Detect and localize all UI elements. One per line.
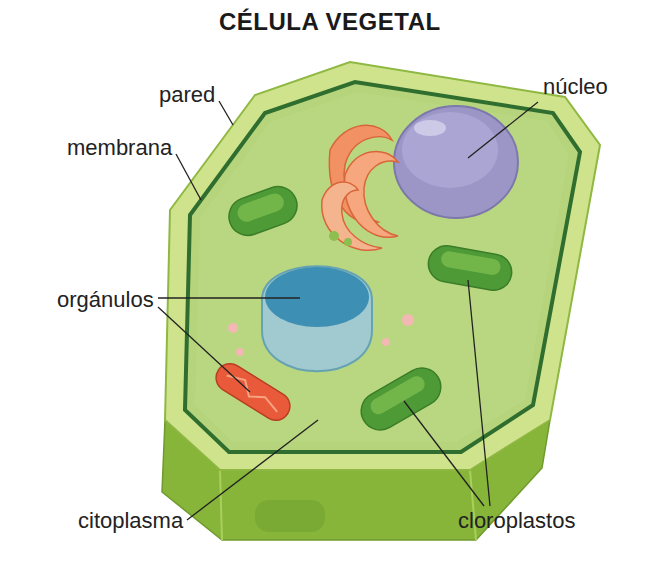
chloroplast-body xyxy=(354,361,447,437)
leader-line xyxy=(219,101,233,125)
title: CÉLULA VEGETAL xyxy=(219,8,441,36)
leader-line xyxy=(158,297,300,298)
vesicle xyxy=(236,348,244,356)
golgi xyxy=(344,151,398,237)
vesicle xyxy=(402,314,414,326)
part-label: membrana xyxy=(67,135,172,161)
chloroplast-inner xyxy=(235,191,286,224)
vesicle xyxy=(228,323,238,333)
golgi xyxy=(322,182,382,250)
cell-membrane xyxy=(185,82,580,452)
leader-line xyxy=(187,420,318,520)
vacuole xyxy=(262,266,372,371)
leader-line xyxy=(468,102,538,158)
part-label: orgánulos xyxy=(57,287,154,313)
nucleus-shine xyxy=(414,120,446,136)
chloroplast xyxy=(224,181,303,241)
mitochondrion xyxy=(211,358,295,425)
nucleus xyxy=(394,106,518,218)
chloroplast-inner xyxy=(440,250,502,276)
chloroplast xyxy=(426,243,515,293)
cell-wall xyxy=(165,62,600,470)
part-label: citoplasma xyxy=(78,508,183,534)
wall-edge xyxy=(220,470,222,540)
part-label: cloroplastos xyxy=(458,508,575,534)
part-label: núcleo xyxy=(543,74,608,100)
nucleus-highlight xyxy=(402,112,498,188)
leader-line xyxy=(404,401,484,506)
leader-line xyxy=(468,280,490,506)
chloroplast-inner xyxy=(368,373,428,417)
vesicle xyxy=(329,231,339,241)
leader-lines xyxy=(158,101,538,520)
chloroplast xyxy=(354,361,447,437)
vesicle xyxy=(344,238,352,246)
vacuole-top xyxy=(265,267,369,327)
cytoplasm xyxy=(195,92,569,442)
part-label: pared xyxy=(159,82,215,108)
chloroplast-body xyxy=(224,181,303,241)
vesicle xyxy=(382,338,390,346)
leader-line xyxy=(158,307,250,392)
chloroplast-body xyxy=(426,243,515,293)
wall-pit xyxy=(255,500,325,532)
mitochondrion-crista xyxy=(224,370,283,413)
leader-line xyxy=(176,154,201,200)
